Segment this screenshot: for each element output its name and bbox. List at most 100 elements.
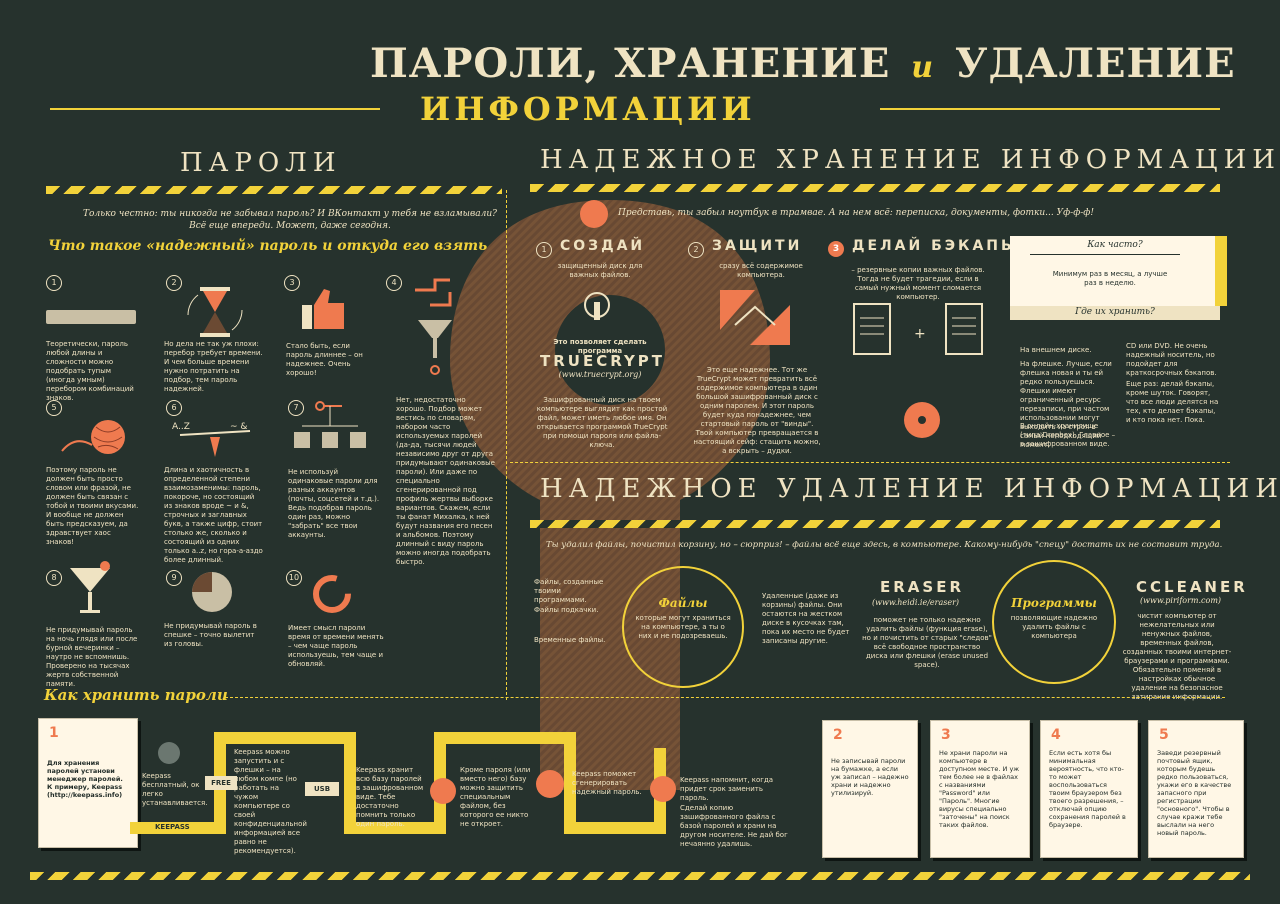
howto-card-5: 5 Заведи резервный почтовый ящик, которы…: [1148, 720, 1244, 858]
card-number: 3: [941, 727, 951, 743]
hazard-stripe: [530, 520, 1220, 528]
disc-icon: [580, 200, 608, 228]
title-rule-left: [50, 108, 380, 110]
item-text: Не придумывай пароль в спешке – точно вы…: [164, 622, 257, 648]
filter-funnel-icon: [415, 278, 452, 375]
howto-card-1: 1 Для хранения паролей установи менеджер…: [38, 718, 138, 848]
cocktail-icon: [70, 561, 110, 613]
item-number: 4: [386, 275, 402, 291]
item-text: Не придумывай пароль на ночь глядя или п…: [46, 626, 138, 688]
title-part-a: ПАРОЛИ, ХРАНЕНИЕ: [370, 40, 891, 87]
howto-card-2: 2 Не записывай пароли на бумажке, а если…: [822, 720, 918, 858]
item-number: 3: [284, 275, 300, 291]
key-icon: [536, 770, 564, 798]
storage-heading: НАДЕЖНОЕ ХРАНЕНИЕ ИНФОРМАЦИИ: [540, 145, 1280, 175]
item-number: 1: [46, 275, 62, 291]
title-line2: ИНФОРМАЦИИ: [420, 90, 756, 128]
keyhole-background: [450, 200, 770, 790]
passwords-intro: Только честно: ты никогда не забывал пар…: [83, 209, 497, 231]
truecrypt-url[interactable]: (www.truecrypt.org): [558, 370, 642, 379]
section-divider: [506, 190, 507, 700]
step1-text: Зашифрованный диск на твоем компьютере в…: [536, 396, 668, 449]
title-line1: ПАРОЛИ, ХРАНЕНИЕ и УДАЛЕНИЕ: [370, 40, 1236, 87]
flow-step-text: Keepass бесплатный, ок легко устанавлива…: [142, 772, 208, 807]
keepass-label: KEEPASS: [152, 822, 193, 832]
passwords-subheading: Что такое «надежный» пароль и откуда его…: [48, 238, 488, 254]
step3-title: ДЕЛАЙ БЭКАПЫ: [852, 238, 1019, 254]
files-circle: [622, 566, 744, 688]
deletion-intro: Ты удалил файлы, почистил корзину, но – …: [546, 540, 1223, 550]
step3-text: – резервные копии важных файлов. Тогда н…: [851, 266, 985, 301]
card-text: Если есть хотя бы минимальная вероятност…: [1049, 749, 1126, 829]
section-divider: [510, 462, 1230, 463]
ccleaner-name: CCLEANER: [1136, 578, 1248, 596]
hazard-stripe: [530, 184, 1220, 192]
step-number: 3: [828, 241, 844, 257]
flow-step-text: Keepass напомнит, когда придет срок заме…: [680, 776, 774, 802]
programs-circle: [992, 560, 1116, 684]
ribbon-panel: [1010, 236, 1220, 306]
step-number: 2: [688, 242, 704, 258]
item-number: 8: [46, 570, 62, 586]
ribbon-fold: [1215, 236, 1227, 306]
item-text: Не используй одинаковые пароли для разны…: [288, 468, 380, 539]
title-part-b: УДАЛЕНИЕ: [955, 40, 1236, 87]
clock-icon: [192, 572, 232, 612]
password-field-icon: [46, 310, 136, 324]
step1-sub: защищенный диск для важных файлов.: [557, 262, 643, 279]
truecrypt-name: TRUECRYPT: [540, 352, 666, 370]
protect-hand-icon: [720, 290, 790, 345]
where-b: На флешке. Лучше, если флешка новая и ты…: [1020, 360, 1112, 449]
ribbon-rule: [1030, 254, 1180, 255]
hazard-stripe-bottom: [30, 872, 1250, 880]
stopwatch-icon: [650, 776, 676, 802]
programs-text: позволяющие надежно удалить файлы с комп…: [1010, 614, 1098, 640]
ccleaner-url[interactable]: (www.piriform.com): [1140, 596, 1222, 605]
title-rule-right: [880, 108, 1220, 110]
item-text: Имеет смысл пароли время от времени меня…: [288, 624, 384, 668]
step2-title: ЗАЩИТИ: [712, 238, 803, 254]
title-and: и: [911, 50, 935, 85]
item-text: Длина и хаотичность в определенной степе…: [164, 466, 263, 564]
eraser-url[interactable]: (www.heidi.ie/eraser): [872, 598, 960, 607]
hourglass-icon: [187, 287, 243, 337]
item-number: 9: [166, 570, 182, 586]
files-note: Удаленные (даже из корзины) файлы. Они о…: [762, 592, 850, 645]
lock-icon: [158, 742, 180, 764]
flow-step-text: Keepass хранит всю базу паролей в зашифр…: [356, 766, 424, 828]
card-text: Заведи резервный почтовый ящик, которым …: [1157, 749, 1232, 837]
free-tag: FREE: [205, 776, 237, 790]
svg-text:+: +: [914, 326, 926, 342]
where-a: На внешнем диске.: [1020, 346, 1092, 354]
howto-heading: Как хранить пароли: [44, 686, 228, 704]
thumbs-up-icon: [302, 289, 344, 329]
item-text: Стало быть, если пароль длиннее – он над…: [286, 342, 363, 377]
step1-hint: Это позволяет сделать программа: [553, 338, 647, 355]
where-c: В онлайн-хранилище (типа Dropbox). Главн…: [1020, 422, 1116, 448]
how-often-answer: Минимум раз в месяц, а лучше раз в недел…: [1052, 270, 1168, 287]
lock-icon: [584, 292, 610, 320]
card-text: Не храни пароли на компьютере в доступно…: [939, 749, 1020, 829]
keepass-flow-path: [130, 732, 666, 834]
files-title: Файлы: [658, 596, 708, 610]
step2-sub: сразу всё содержимое компьютера.: [719, 262, 803, 279]
file-key-icon: [430, 778, 456, 804]
flow-step-text: Keepass поможет сгенерировать надежный п…: [572, 770, 642, 796]
flow-step-text: Keepass можно запустить и с флешки – на …: [234, 748, 307, 855]
flow-note: Сделай копию зашифрованного файла с базо…: [680, 804, 788, 848]
deletion-heading: НАДЕЖНОЕ УДАЛЕНИЕ ИНФОРМАЦИИ: [540, 474, 1280, 504]
card-number: 5: [1159, 727, 1169, 743]
how-often: Как часто?: [1087, 240, 1143, 250]
step2-text: Это еще надежнее. Тот же TrueCrypt может…: [693, 366, 821, 455]
svg-text:A..Z: A..Z: [172, 422, 190, 432]
howto-rule: [225, 697, 1225, 698]
step1-title: СОЗДАЙ: [560, 238, 646, 254]
howto-card-4: 4 Если есть хотя бы минимальная вероятно…: [1040, 720, 1138, 858]
card-text: Для хранения паролей установи менеджер п…: [47, 759, 123, 799]
eraser-name: ERASER: [880, 578, 965, 596]
programs-title: Программы: [1011, 596, 1097, 610]
file-label: Файлы, созданные твоими программами.: [534, 578, 604, 604]
eraser-text: поможет не только надежно удалить файлы …: [862, 616, 992, 669]
backup-files-icon: +: [853, 303, 983, 438]
